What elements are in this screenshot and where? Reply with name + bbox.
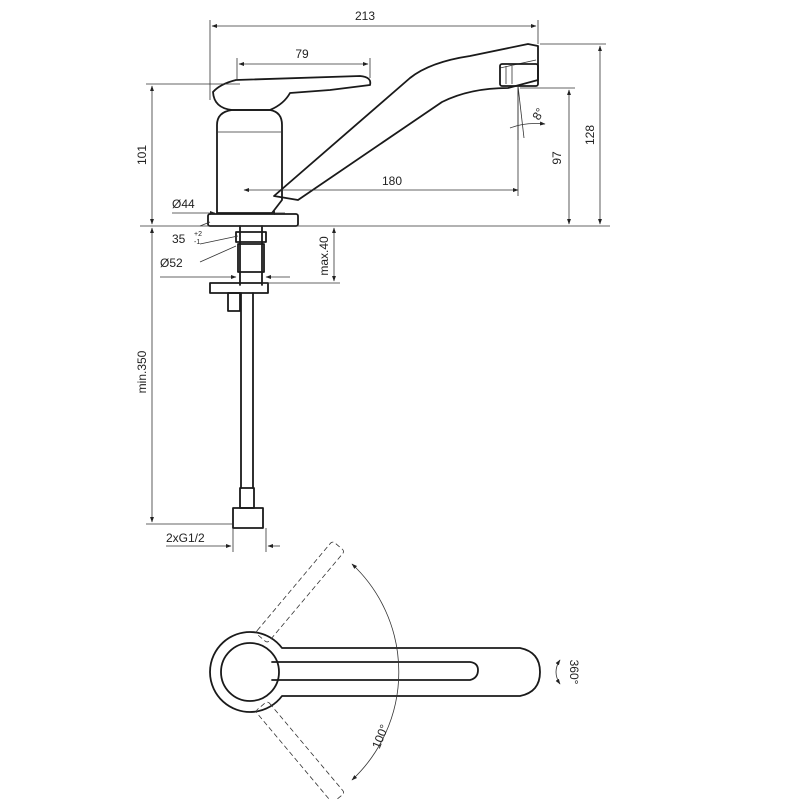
label-tol-plus: +2	[194, 231, 202, 238]
dim-base-diameter: Ø44	[172, 197, 285, 215]
dim-max-deck: max.40	[262, 227, 340, 284]
label-180: 180	[382, 174, 402, 188]
top-view-outline	[209, 631, 541, 713]
faucet-side-view	[207, 43, 539, 227]
spout	[273, 43, 539, 201]
label-101: 101	[135, 145, 149, 165]
handle-ghost-lower	[256, 701, 344, 800]
mounting-assembly	[209, 225, 269, 529]
dim-overall-height: 128	[540, 43, 606, 225]
label-79: 79	[295, 47, 309, 61]
faucet-top-view: 100° 360°	[209, 541, 581, 800]
label-tol-minus: -1	[194, 239, 200, 246]
hose-connector	[232, 507, 264, 529]
aerator	[499, 63, 539, 87]
dim-handle-length: 79	[236, 47, 371, 80]
dim-spout-height: 97	[520, 87, 575, 225]
label-100deg: 100°	[369, 722, 391, 750]
faucet-body	[216, 109, 283, 214]
label-35: 35	[172, 232, 186, 246]
dim-body-height: 101	[135, 83, 240, 225]
label-213: 213	[355, 9, 375, 23]
label-360deg: 360°	[567, 660, 581, 685]
rotation-360-icon	[555, 659, 561, 685]
label-d44: Ø44	[172, 197, 195, 211]
dim-deck-thickness: 35 +2 -1	[172, 221, 239, 246]
dim-spout-angle: 8°	[509, 85, 547, 140]
handle-rotation-arc	[351, 563, 400, 781]
dim-overall-length: 213	[209, 9, 539, 100]
label-g12: 2xG1/2	[166, 531, 205, 545]
label-97: 97	[550, 151, 564, 165]
lever-handle	[212, 75, 372, 111]
top-view-inner-ring	[220, 642, 280, 702]
dim-hole-diameter: Ø52	[160, 245, 290, 279]
label-128: 128	[583, 125, 597, 145]
fixing-nut	[209, 282, 269, 294]
faucet-base-plate	[207, 213, 299, 227]
label-d52: Ø52	[160, 256, 183, 270]
dim-hose-length: min.350	[135, 227, 233, 525]
handle-ghost-upper	[256, 541, 344, 643]
label-8deg: 8°	[529, 105, 547, 122]
label-max40: max.40	[317, 236, 331, 276]
label-min350: min.350	[135, 350, 149, 393]
dim-connection: 2xG1/2	[166, 528, 280, 552]
